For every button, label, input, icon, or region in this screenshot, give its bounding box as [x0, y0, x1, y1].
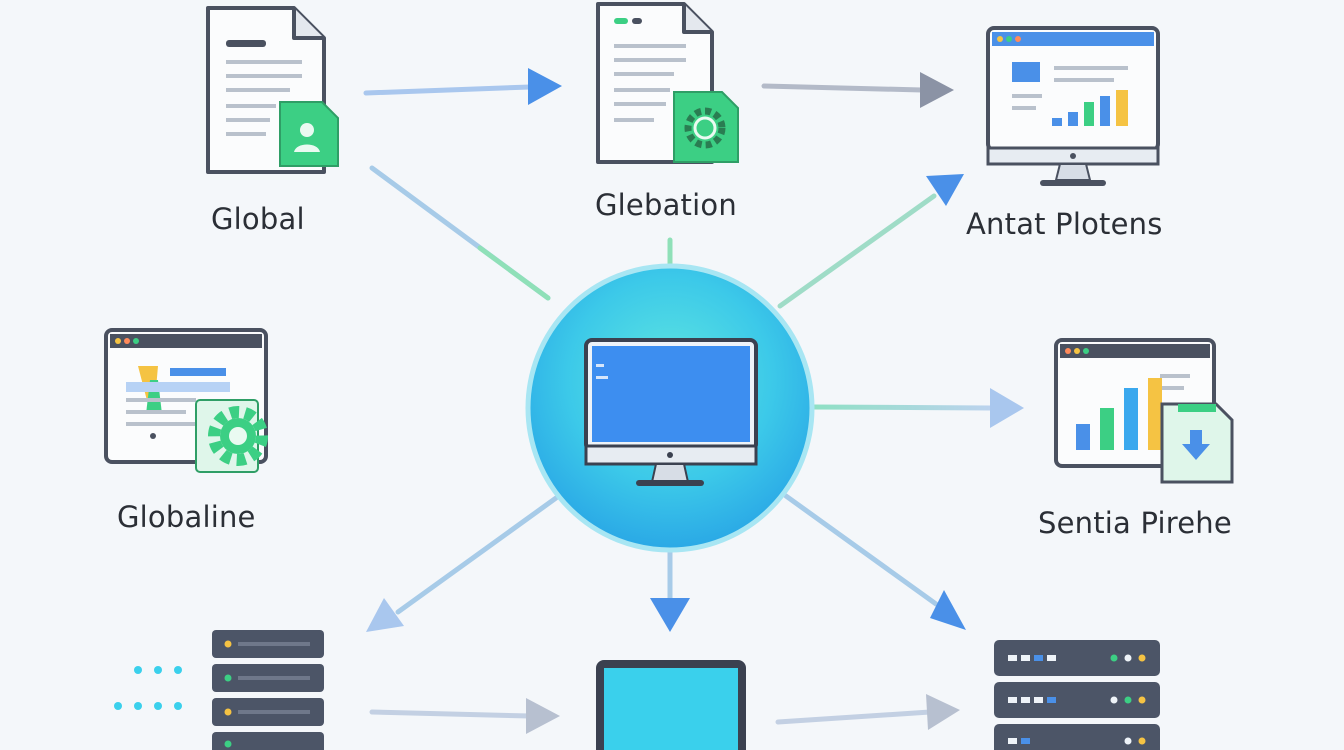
browser-gear-icon — [104, 328, 268, 473]
arrow-hub-to-top-right — [777, 174, 964, 309]
tablet-icon — [596, 660, 746, 750]
label-top-right: Antat Plotens — [966, 207, 1163, 241]
label-top-center: Glebation — [595, 188, 737, 222]
data-dots — [114, 666, 182, 710]
label-top-left: Global — [211, 202, 305, 236]
arrow-hub-to-bottom-right — [783, 493, 966, 630]
arrow-bottom-left-to-center — [369, 698, 560, 734]
arrow-hub-to-bottom-center — [650, 549, 690, 632]
analytics-monitor-icon — [986, 26, 1160, 186]
document-user-icon — [206, 6, 339, 174]
arrow-bottom-center-to-right — [775, 694, 960, 730]
server-rack-icon — [212, 630, 324, 750]
arrow-top-center-to-right — [761, 72, 954, 108]
line-top-left-to-hub — [369, 165, 551, 301]
server-rack-icon — [994, 640, 1160, 750]
arrow-hub-to-mid-right — [811, 388, 1024, 428]
label-mid-left: Globaline — [117, 500, 256, 534]
label-mid-right: Sentia Pirehe — [1038, 506, 1232, 540]
connectors — [303, 68, 1024, 734]
document-gear-icon — [596, 2, 739, 164]
arrow-hub-to-bottom-left — [366, 495, 559, 632]
central-monitor-icon — [525, 263, 815, 553]
browser-chart-download-icon — [1054, 338, 1234, 484]
arrow-top-left-to-center — [363, 68, 562, 105]
